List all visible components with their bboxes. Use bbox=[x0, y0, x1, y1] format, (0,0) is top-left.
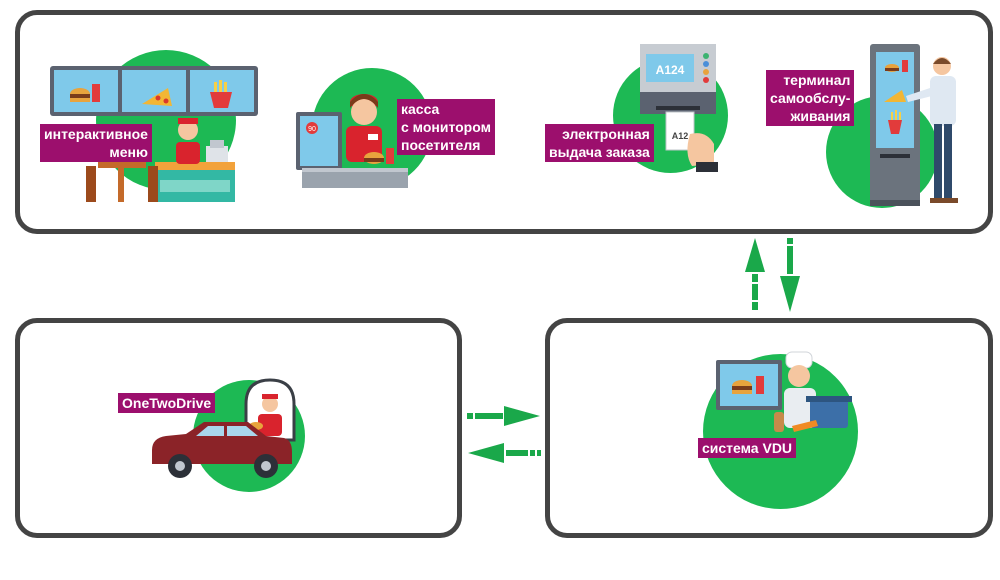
sticker-text: 90 bbox=[308, 126, 316, 133]
label-order-issue-line1: электронная bbox=[562, 126, 650, 142]
arrow-right bbox=[467, 406, 540, 426]
ticket-terminal-icon: A124 bbox=[640, 44, 716, 114]
arrow-down bbox=[780, 238, 800, 312]
kitchen-display-icon bbox=[716, 360, 782, 410]
arrow-left bbox=[468, 443, 541, 463]
vdu-illustration bbox=[716, 351, 852, 432]
label-kiosk-line1: терминал bbox=[783, 72, 851, 88]
order-issue-illustration: A124 A12 bbox=[640, 44, 718, 172]
kiosk-illustration bbox=[870, 44, 958, 206]
label-cashier-line1: касса bbox=[401, 101, 440, 117]
label-cashier-line3: посетителя bbox=[401, 137, 481, 153]
drive-illustration bbox=[152, 378, 296, 478]
ticket-display-text: A124 bbox=[656, 63, 685, 77]
label-interactive-menu-line2: меню bbox=[109, 144, 148, 160]
ticket-paper-text: A12 bbox=[672, 131, 689, 141]
label-kiosk-line2: самообслу- bbox=[770, 90, 851, 106]
label-kiosk: терминал самообслу- живания bbox=[766, 70, 855, 126]
label-order-issue-line2: выдача заказа bbox=[549, 144, 650, 160]
customer-monitor-icon: 90 bbox=[296, 112, 342, 170]
label-vdu-text: система VDU bbox=[702, 440, 793, 456]
car-icon bbox=[152, 422, 292, 478]
label-vdu: система VDU bbox=[698, 438, 797, 458]
label-kiosk-line3: живания bbox=[790, 108, 851, 124]
label-order-issue: электронная выдача заказа bbox=[545, 124, 654, 162]
label-interactive-menu: интерактивное меню bbox=[40, 124, 152, 162]
label-onetwodrive: OneTwoDrive bbox=[118, 393, 216, 413]
label-cashier-line2: с монитором bbox=[401, 119, 491, 135]
label-onetwodrive-text: OneTwoDrive bbox=[122, 395, 212, 411]
cashier-illustration: 90 bbox=[296, 94, 408, 188]
label-interactive-menu-line1: интерактивное bbox=[44, 126, 148, 142]
pot-icon bbox=[806, 396, 852, 428]
drive-thru-window-icon bbox=[244, 378, 296, 442]
arrow-up bbox=[745, 238, 765, 310]
label-cashier: касса с монитором посетителя bbox=[397, 99, 495, 155]
menu-board-icon bbox=[50, 66, 258, 116]
interactive-menu-illustration bbox=[50, 66, 258, 202]
